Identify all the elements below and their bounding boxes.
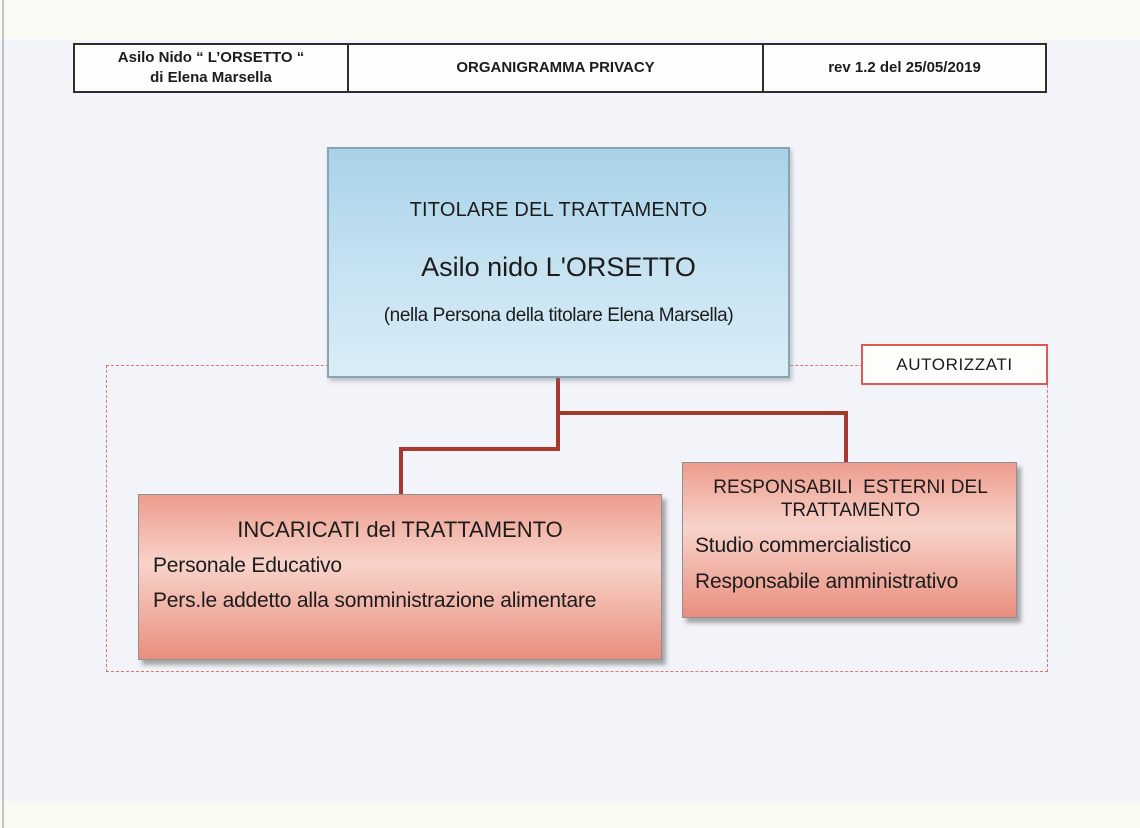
incaricati-item: Personale Educativo: [153, 554, 342, 577]
organization-owner: di Elena Marsella: [150, 69, 272, 86]
responsabili-esterni-box: RESPONSABILI ESTERNI DEL TRATTAMENTO Stu…: [682, 462, 1017, 618]
connector-to-incaricati: [399, 447, 403, 497]
titolare-note: (nella Persona della titolare Elena Mars…: [383, 304, 734, 326]
autorizzati-label: AUTORIZZATI: [896, 354, 1013, 374]
autorizzati-label-box: AUTORIZZATI: [861, 344, 1048, 385]
revision-label: rev 1.2 del 25/05/2019: [828, 58, 981, 76]
titolare-box: TITOLARE DEL TRATTAMENTO Asilo nido L'OR…: [327, 147, 790, 378]
responsabili-title: RESPONSABILI ESTERNI DEL TRATTAMENTO: [713, 477, 993, 522]
titolare-name: Asilo nido L'ORSETTO: [421, 251, 696, 282]
header-cell-revision: rev 1.2 del 25/05/2019: [764, 45, 1045, 91]
titolare-role-label: TITOLARE DEL TRATTAMENTO: [409, 198, 708, 221]
document-title: ORGANIGRAMMA PRIVACY: [456, 58, 655, 76]
document-header-table: Asilo Nido “ L’ORSETTO “ di Elena Marsel…: [73, 43, 1047, 93]
scanner-top-band: [0, 0, 1140, 40]
connector-vertical-middle: [556, 411, 560, 451]
header-cell-organization: Asilo Nido “ L’ORSETTO “ di Elena Marsel…: [75, 45, 349, 91]
header-cell-title: ORGANIGRAMMA PRIVACY: [349, 45, 764, 91]
responsabili-item: Studio commercialistico: [695, 534, 911, 558]
connector-titolare-stem: [556, 376, 560, 415]
scan-edge-artifact: [2, 0, 4, 828]
organization-name: Asilo Nido “ L’ORSETTO “: [117, 48, 305, 66]
incaricati-box: INCARICATI del TRATTAMENTO Personale Edu…: [138, 494, 662, 660]
connector-to-responsabili: [844, 411, 848, 464]
connector-horizontal-left: [399, 447, 560, 451]
connector-horizontal-right: [556, 411, 848, 415]
scanner-bottom-band: [0, 801, 1140, 828]
incaricati-title: INCARICATI del TRATTAMENTO: [237, 517, 563, 542]
incaricati-item: Pers.le addetto alla somministrazione al…: [153, 589, 597, 612]
responsabili-item: Responsabile amministrativo: [695, 570, 959, 594]
